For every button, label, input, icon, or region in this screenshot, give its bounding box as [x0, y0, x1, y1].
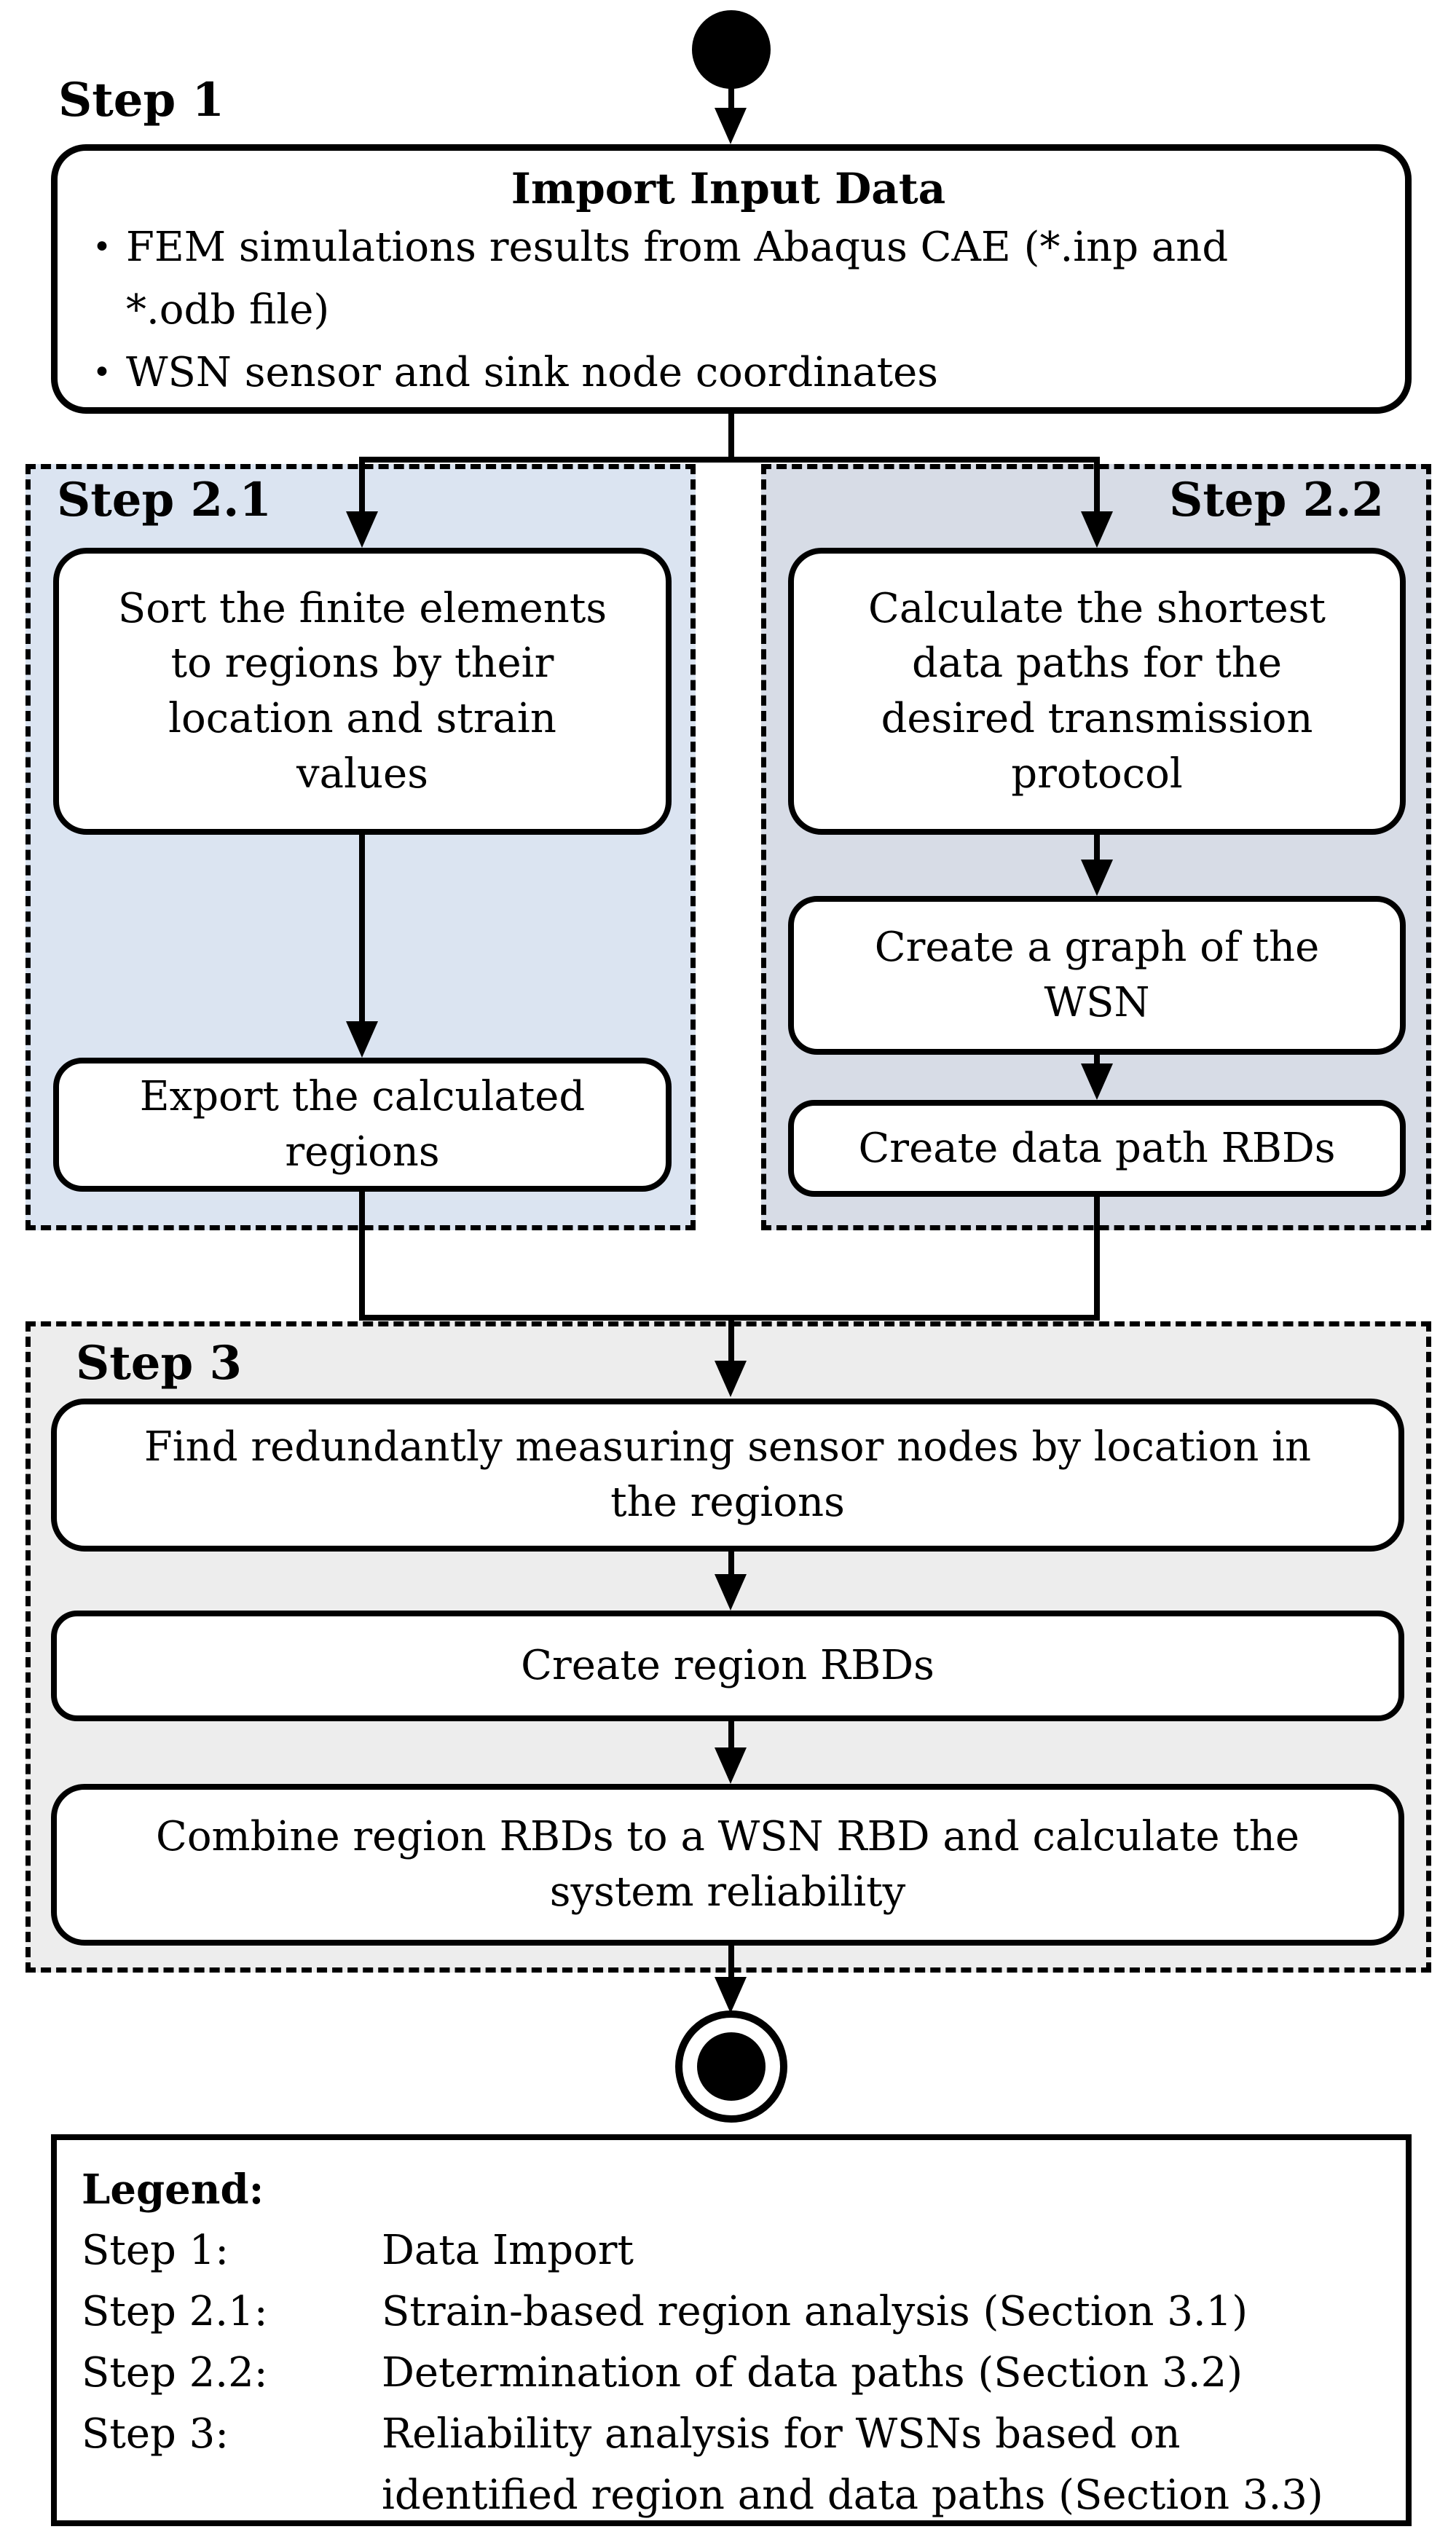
- legend-term-step1: Step 1:: [82, 2227, 229, 2274]
- import-bullet-wsn-text: WSN sensor and sink node coordinates: [126, 349, 938, 396]
- legend-desc-step21: Strain-based region analysis (Section 3.…: [382, 2288, 1248, 2335]
- step-3-label: Step 3: [76, 1336, 243, 1391]
- connector-find-to-region: [728, 1546, 734, 1578]
- legend-box: Legend: Step 1: Data Import Step 2.1: St…: [51, 2134, 1412, 2526]
- connector-merge-down: [728, 1315, 734, 1362]
- legend-term-step3: Step 3:: [82, 2410, 229, 2458]
- connector-split-horizontal: [359, 457, 1100, 463]
- connector-rbd-down: [1094, 1191, 1100, 1321]
- connector-calc-to-graph: [1094, 829, 1100, 861]
- arrowhead-calc-box: [1081, 511, 1113, 548]
- step-2-1-label: Step 2.1: [57, 473, 272, 527]
- legend-title: Legend:: [82, 2166, 264, 2214]
- arrowhead-find-box: [715, 1361, 747, 1397]
- combine-rbds-box: Combine region RBDs to a WSN RBD and cal…: [51, 1784, 1404, 1946]
- connector-split-right: [1094, 457, 1100, 513]
- sort-elements-box: Sort the finite elements to regions by t…: [53, 548, 672, 835]
- connector-graph-to-rbd: [1094, 1049, 1100, 1065]
- arrowhead-rbd-box: [1081, 1063, 1113, 1100]
- arrowhead-graph-box: [1081, 860, 1113, 896]
- import-box-title: Import Input Data: [511, 164, 946, 213]
- connector-export-down: [359, 1186, 365, 1321]
- bullet-icon: •: [93, 354, 111, 391]
- import-bullet-fem-text: FEM simulations results from Abaqus CAE …: [126, 224, 1229, 334]
- calculate-paths-box: Calculate the shortest data paths for th…: [788, 548, 1406, 835]
- connector-region-to-combine: [728, 1715, 734, 1750]
- end-node-inner-dot: [697, 2032, 766, 2101]
- connector-split-left: [359, 457, 365, 513]
- export-regions-box: Export the calculated regions: [53, 1058, 672, 1192]
- legend-desc-step3: Reliability analysis for WSNs based on i…: [382, 2410, 1323, 2519]
- import-input-data-box: Import Input Data • FEM simulations resu…: [51, 144, 1412, 414]
- find-redundant-nodes-box: Find redundantly measuring sensor nodes …: [51, 1399, 1404, 1552]
- arrowhead-region-box: [715, 1574, 747, 1611]
- legend-term-step22: Step 2.2:: [82, 2349, 268, 2397]
- import-bullet-wsn: • WSN sensor and sink node coordinates: [93, 342, 1364, 404]
- connector-start-to-import: [728, 86, 734, 112]
- arrowhead-end-node: [715, 1977, 747, 2013]
- connector-combine-to-end: [728, 1940, 734, 1978]
- end-node-circle: [675, 2010, 787, 2123]
- create-region-rbds-box: Create region RBDs: [51, 1611, 1404, 1721]
- legend-desc-step22: Determination of data paths (Section 3.2…: [382, 2349, 1243, 2397]
- create-graph-box: Create a graph of the WSN: [788, 896, 1406, 1055]
- connector-sort-to-export: [359, 829, 365, 1023]
- arrowhead-export-box: [346, 1021, 378, 1058]
- legend-desc-step1: Data Import: [382, 2227, 634, 2274]
- connector-import-down: [728, 408, 734, 463]
- legend-grid: Legend: Step 1: Data Import Step 2.1: St…: [82, 2159, 1391, 2526]
- arrowhead-sort-box: [346, 511, 378, 548]
- arrowhead-import: [715, 108, 747, 144]
- arrowhead-combine-box: [715, 1747, 747, 1784]
- start-node-circle: [692, 10, 771, 89]
- legend-term-step21: Step 2.1:: [82, 2288, 268, 2335]
- step-2-2-label: Step 2.2: [1169, 473, 1384, 527]
- bullet-icon: •: [93, 229, 111, 266]
- import-bullet-fem: • FEM simulations results from Abaqus CA…: [93, 216, 1364, 342]
- create-data-path-rbds-box: Create data path RBDs: [788, 1100, 1406, 1197]
- step-1-label: Step 1: [58, 73, 225, 127]
